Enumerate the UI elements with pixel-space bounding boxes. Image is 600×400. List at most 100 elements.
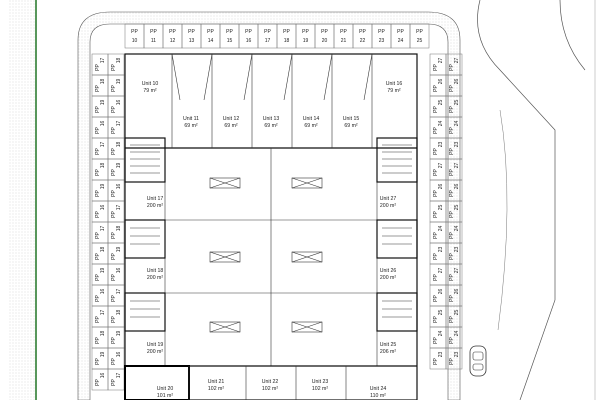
parking-prefix: PP xyxy=(449,316,455,323)
parking-prefix: PP xyxy=(449,169,455,176)
parking-prefix: PP xyxy=(449,253,455,260)
parking-number: 17 xyxy=(116,121,122,127)
parking-prefix: PP xyxy=(111,295,117,302)
unit-area: 110 m² xyxy=(370,393,386,399)
unit-name: Unit 18 xyxy=(147,268,164,274)
parking-prefix: PP xyxy=(111,358,117,365)
parking-prefix: PP xyxy=(95,85,101,92)
unit-name: Unit 25 xyxy=(380,342,397,348)
parking-prefix: PP xyxy=(433,274,439,281)
parking-number: 23 xyxy=(438,247,444,253)
parking-bay xyxy=(390,23,411,49)
parking-prefix: PP xyxy=(283,29,290,35)
parking-number: 15 xyxy=(227,38,233,44)
parking-number: 18 xyxy=(100,163,106,169)
parking-number: 25 xyxy=(454,310,460,316)
unit-area: 69 m² xyxy=(184,123,198,129)
parking-prefix: PP xyxy=(449,190,455,197)
parking-prefix: PP xyxy=(433,64,439,71)
parking-number: 26 xyxy=(438,184,444,190)
parking-number: 17 xyxy=(100,226,106,232)
parking-prefix: PP xyxy=(95,64,101,71)
top-parking-row: PP10PP11PP12PP13PP14PP15PP16PP17PP18PP19… xyxy=(124,23,430,49)
parking-number: 17 xyxy=(116,205,122,211)
parking-prefix: PP xyxy=(433,358,439,365)
parking-number: 24 xyxy=(454,331,460,337)
parking-bay xyxy=(352,23,373,49)
parking-bay xyxy=(371,23,392,49)
access-road-outer xyxy=(477,0,556,400)
parking-number: 27 xyxy=(438,163,444,169)
unit-area: 69 m² xyxy=(224,123,238,129)
parking-prefix: PP xyxy=(95,358,101,365)
parking-bay xyxy=(143,23,164,49)
parking-prefix: PP xyxy=(433,85,439,92)
parking-number: 19 xyxy=(116,247,122,253)
parking-number: 19 xyxy=(116,79,122,85)
parking-number: 23 xyxy=(438,352,444,358)
parking-prefix: PP xyxy=(207,29,214,35)
unit-area: 79 m² xyxy=(143,88,157,94)
unit-area: 102 m² xyxy=(312,386,328,392)
parking-number: 22 xyxy=(360,38,366,44)
parking-prefix: PP xyxy=(95,274,101,281)
unit-name: Unit 26 xyxy=(380,268,397,274)
parking-prefix: PP xyxy=(111,85,117,92)
parking-number: 24 xyxy=(438,226,444,232)
bottom-unit-row xyxy=(124,365,347,400)
unit-name: Unit 24 xyxy=(370,386,387,392)
parking-number: 19 xyxy=(100,184,106,190)
unit-name: Unit 22 xyxy=(262,379,279,385)
parking-number: 16 xyxy=(100,289,106,295)
parking-number: 17 xyxy=(100,58,106,64)
parking-number: 25 xyxy=(438,100,444,106)
parking-prefix: PP xyxy=(449,232,455,239)
parking-number: 12 xyxy=(170,38,176,44)
parking-number: 19 xyxy=(100,352,106,358)
parking-prefix: PP xyxy=(111,316,117,323)
parking-number: 17 xyxy=(265,38,271,44)
parking-number: 11 xyxy=(151,38,156,44)
parking-prefix: PP xyxy=(95,337,101,344)
parking-prefix: PP xyxy=(245,29,252,35)
unit-area: 200 m² xyxy=(147,203,163,209)
parking-number: 17 xyxy=(116,289,122,295)
parking-prefix: PP xyxy=(95,316,101,323)
parking-number: 24 xyxy=(438,331,444,337)
unit-area: 69 m² xyxy=(344,123,358,129)
parking-prefix: PP xyxy=(433,190,439,197)
parking-bay xyxy=(257,23,278,49)
parking-prefix: PP xyxy=(449,127,455,134)
parking-prefix: PP xyxy=(95,127,101,134)
parking-number: 25 xyxy=(417,38,423,44)
parking-number: 23 xyxy=(454,352,460,358)
unit-area: 101 m² xyxy=(157,393,173,399)
parking-prefix: PP xyxy=(264,29,271,35)
parking-prefix: PP xyxy=(111,274,117,281)
parking-number: 19 xyxy=(100,100,106,106)
parking-prefix: PP xyxy=(111,337,117,344)
parking-prefix: PP xyxy=(449,211,455,218)
